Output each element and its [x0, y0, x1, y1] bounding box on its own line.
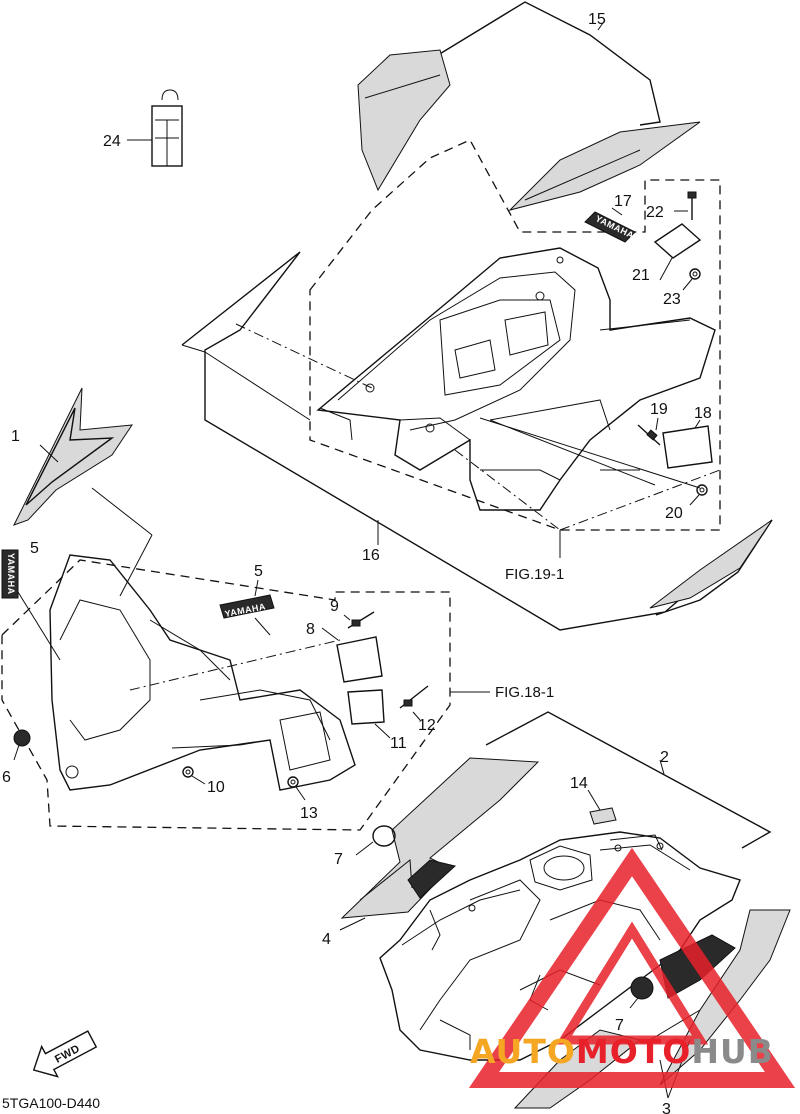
part-1-front-decal — [13, 387, 153, 597]
part-5-decal-right: YAMAHA — [219, 579, 275, 636]
callout-5a: 5 — [30, 540, 39, 557]
part-6-cap — [13, 729, 31, 761]
callout-12: 12 — [418, 717, 436, 734]
part-14-decal — [587, 789, 617, 825]
part-13-washer — [287, 776, 306, 801]
fig18-boundary — [1, 559, 451, 831]
fig19-boundary — [309, 139, 721, 531]
part-12-screw — [399, 685, 429, 721]
callout-20: 20 — [665, 505, 683, 522]
callout-6: 6 — [2, 769, 11, 786]
fig18-ref: FIG.18-1 — [495, 684, 554, 701]
callout-9: 9 — [330, 598, 339, 615]
part-15-rear-decal — [357, 1, 701, 211]
watermark-part1: AUTO — [470, 1032, 576, 1071]
part-21-plate — [653, 223, 702, 281]
part-19-screw — [637, 417, 661, 446]
watermark-part2: MOTO — [576, 1032, 691, 1071]
diagram-code: 5TGA100-D440 — [2, 1095, 100, 1111]
callout-17: 17 — [614, 193, 632, 210]
part-24-tag — [127, 89, 183, 167]
part-5-decal-left: YAMAHA — [1, 549, 61, 661]
callout-13: 13 — [300, 805, 318, 822]
callout-10: 10 — [207, 779, 225, 796]
part-10-nut — [182, 766, 206, 785]
callout-18: 18 — [694, 405, 712, 422]
part-2-side-cover — [379, 711, 772, 1061]
callout-5b: 5 — [254, 563, 263, 580]
part-front-fender — [49, 554, 356, 791]
callout-7b: 7 — [615, 1017, 624, 1034]
part-9-bolt — [343, 611, 375, 629]
part-7-emblem-lower — [629, 976, 654, 1009]
callout-11: 11 — [390, 735, 407, 752]
callout-8: 8 — [306, 621, 315, 638]
callout-15: 15 — [588, 11, 606, 28]
watermark-part3: HUB — [691, 1032, 774, 1071]
part-16-rear-fender — [316, 247, 716, 511]
watermark-text: AUTOMOTOHUB — [470, 1032, 774, 1071]
callout-16: 16 — [362, 547, 380, 564]
part-17-decal: YAMAHA — [584, 207, 636, 243]
callout-4: 4 — [322, 931, 331, 948]
callout-14: 14 — [570, 775, 588, 792]
part-16-outline — [181, 251, 773, 631]
fwd-arrow: FWD — [32, 1030, 98, 1078]
callout-7a: 7 — [334, 851, 343, 868]
callout-22: 22 — [646, 204, 664, 221]
part-22-bolt — [674, 191, 697, 220]
callout-1: 1 — [11, 428, 20, 445]
part-11-plate — [347, 689, 391, 739]
callout-2: 2 — [660, 749, 669, 766]
part-8-plate — [321, 627, 383, 683]
part-4-decal — [339, 757, 540, 931]
part-23-nut — [682, 268, 701, 291]
callout-21: 21 — [632, 267, 650, 284]
part-18-plate — [662, 419, 713, 469]
callout-24: 24 — [103, 133, 121, 150]
watermark-logo — [468, 847, 796, 1088]
fig19-ref: FIG.19-1 — [505, 566, 564, 583]
part-20-washer — [689, 484, 708, 506]
decal-front-text: YAMAHA — [6, 553, 16, 595]
callout-3: 3 — [662, 1101, 671, 1114]
callout-19: 19 — [650, 401, 668, 418]
callout-23: 23 — [663, 291, 681, 308]
part-7-emblem-upper — [355, 825, 396, 856]
